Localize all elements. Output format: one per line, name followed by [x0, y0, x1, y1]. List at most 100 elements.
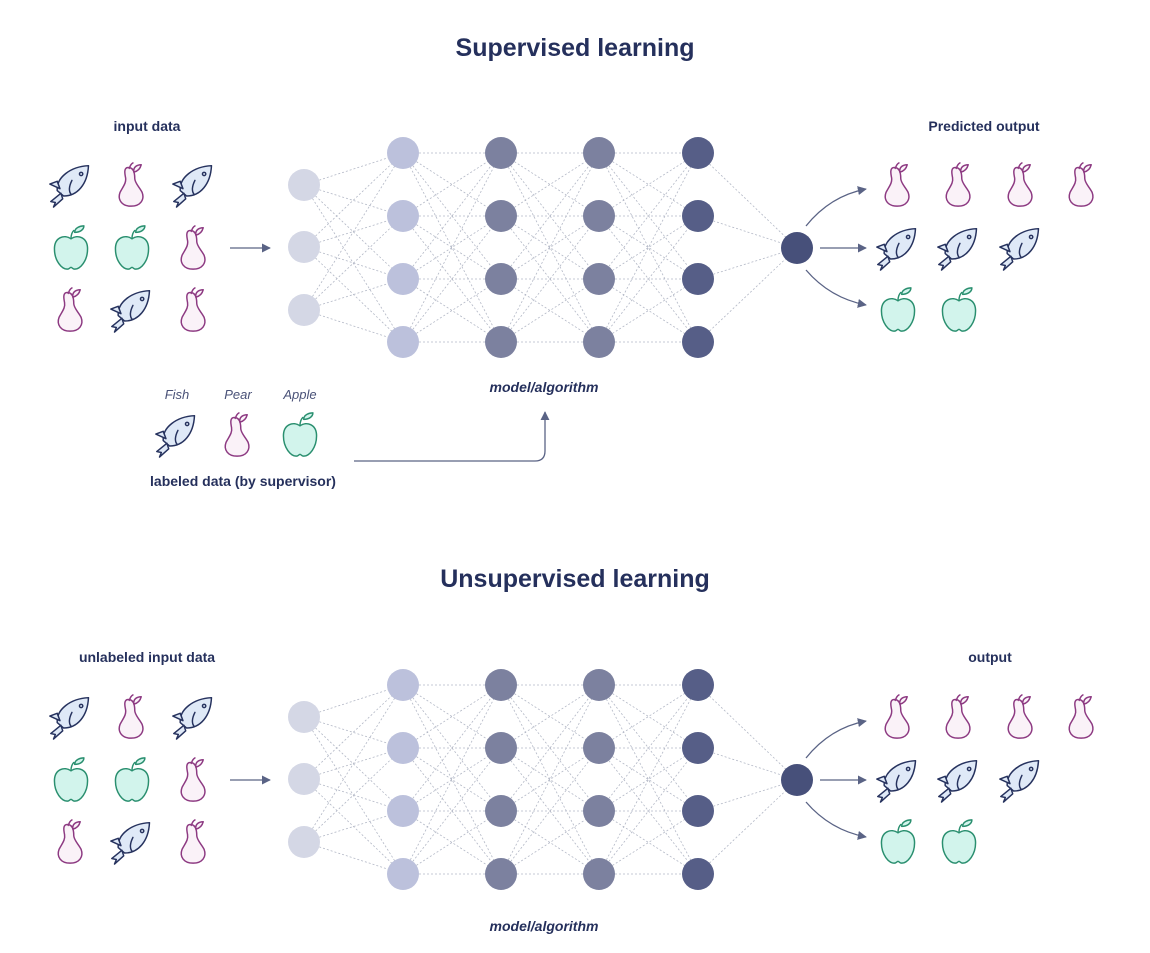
- network-edge: [500, 810, 600, 875]
- network-edge: [500, 278, 600, 343]
- pear-icon: [945, 694, 971, 739]
- output-arrow: [805, 801, 867, 840]
- network-edge: [303, 152, 404, 248]
- network-node: [583, 669, 615, 701]
- network-edges: [303, 152, 798, 343]
- pear-icon: [180, 287, 206, 332]
- network-edge: [500, 215, 600, 280]
- network-node: [583, 795, 615, 827]
- network-edge: [500, 684, 600, 812]
- network-edge: [303, 747, 404, 780]
- supervised-title: Supervised learning: [456, 34, 695, 62]
- supervised-section: Supervised learning input data Predicted…: [49, 34, 1094, 489]
- network-edge: [500, 215, 600, 343]
- network-edge: [598, 747, 699, 875]
- network-edge: [500, 215, 600, 343]
- network-edge: [402, 215, 502, 343]
- pear-icon: [1007, 694, 1033, 739]
- network-edge: [500, 152, 600, 280]
- pear-icon: [945, 162, 971, 207]
- supervised-output-groups: [876, 162, 1094, 332]
- network-edge: [500, 684, 600, 875]
- network-edge: [303, 184, 404, 217]
- fish-icon: [49, 696, 90, 740]
- network-edge: [598, 152, 699, 343]
- network-node: [682, 137, 714, 169]
- network-edge: [402, 152, 502, 280]
- network-edge: [500, 810, 600, 875]
- network-edge: [500, 747, 600, 875]
- network-edge: [598, 278, 699, 343]
- network-node: [485, 732, 517, 764]
- output-arrow: [805, 269, 867, 308]
- network-edge: [303, 684, 404, 718]
- apple-icon: [53, 225, 89, 270]
- unsupervised-model-label: model/algorithm: [490, 918, 599, 934]
- fish-icon: [49, 164, 90, 208]
- network-node: [583, 732, 615, 764]
- apple-icon: [941, 819, 977, 864]
- network-node: [485, 137, 517, 169]
- network-edge: [303, 841, 404, 875]
- network-edge: [500, 152, 600, 217]
- network-edge: [598, 152, 699, 280]
- network-edge: [303, 215, 404, 248]
- network-node: [485, 263, 517, 295]
- network-node: [583, 326, 615, 358]
- apple-icon: [880, 287, 916, 332]
- network-edge: [303, 684, 404, 780]
- network-node: [387, 326, 419, 358]
- network-edge: [303, 747, 404, 843]
- network-edge: [303, 684, 404, 843]
- network-edge: [697, 747, 798, 781]
- network-edge: [598, 215, 699, 343]
- network-node: [387, 732, 419, 764]
- network-edge: [697, 779, 798, 875]
- pear-icon: [884, 162, 910, 207]
- output-arrow: [805, 186, 867, 227]
- network-edge: [402, 215, 502, 343]
- fish-icon: [876, 227, 917, 271]
- network-node: [387, 263, 419, 295]
- network-node: [387, 669, 419, 701]
- apple-icon: [114, 225, 150, 270]
- network-node: [485, 200, 517, 232]
- fish-icon: [937, 227, 978, 271]
- network-node: [485, 795, 517, 827]
- network-edge: [402, 684, 502, 875]
- network-edge: [303, 716, 404, 875]
- network-edge: [500, 747, 600, 875]
- network-edge: [697, 779, 798, 812]
- pear-icon: [180, 225, 206, 270]
- network-edge: [500, 152, 600, 217]
- network-edge: [500, 747, 600, 812]
- network-edge: [303, 215, 404, 311]
- network-node: [387, 795, 419, 827]
- network-edge: [697, 152, 798, 249]
- unsupervised-output-label: output: [968, 649, 1012, 665]
- network-edge: [598, 684, 699, 812]
- network-node: [387, 137, 419, 169]
- network-edge: [402, 152, 502, 280]
- network-edge: [697, 247, 798, 280]
- output-node: [781, 764, 813, 796]
- unsupervised-input-grid: [49, 694, 213, 865]
- network-edge: [697, 247, 798, 343]
- network-edge: [598, 152, 699, 217]
- network-edge: [402, 152, 502, 217]
- network-node: [288, 701, 320, 733]
- network-edge: [402, 810, 502, 875]
- network-edges: [303, 684, 798, 875]
- network-edge: [500, 684, 600, 875]
- network-edge: [402, 152, 502, 217]
- pear-icon: [884, 694, 910, 739]
- network-edge: [303, 309, 404, 343]
- fish-icon: [110, 821, 151, 865]
- network-edge: [500, 747, 600, 812]
- apple-icon: [282, 412, 318, 457]
- fish-icon: [999, 759, 1040, 803]
- pear-icon: [1068, 694, 1094, 739]
- network-edge: [402, 747, 502, 875]
- pear-icon: [57, 819, 83, 864]
- network-edge: [598, 215, 699, 280]
